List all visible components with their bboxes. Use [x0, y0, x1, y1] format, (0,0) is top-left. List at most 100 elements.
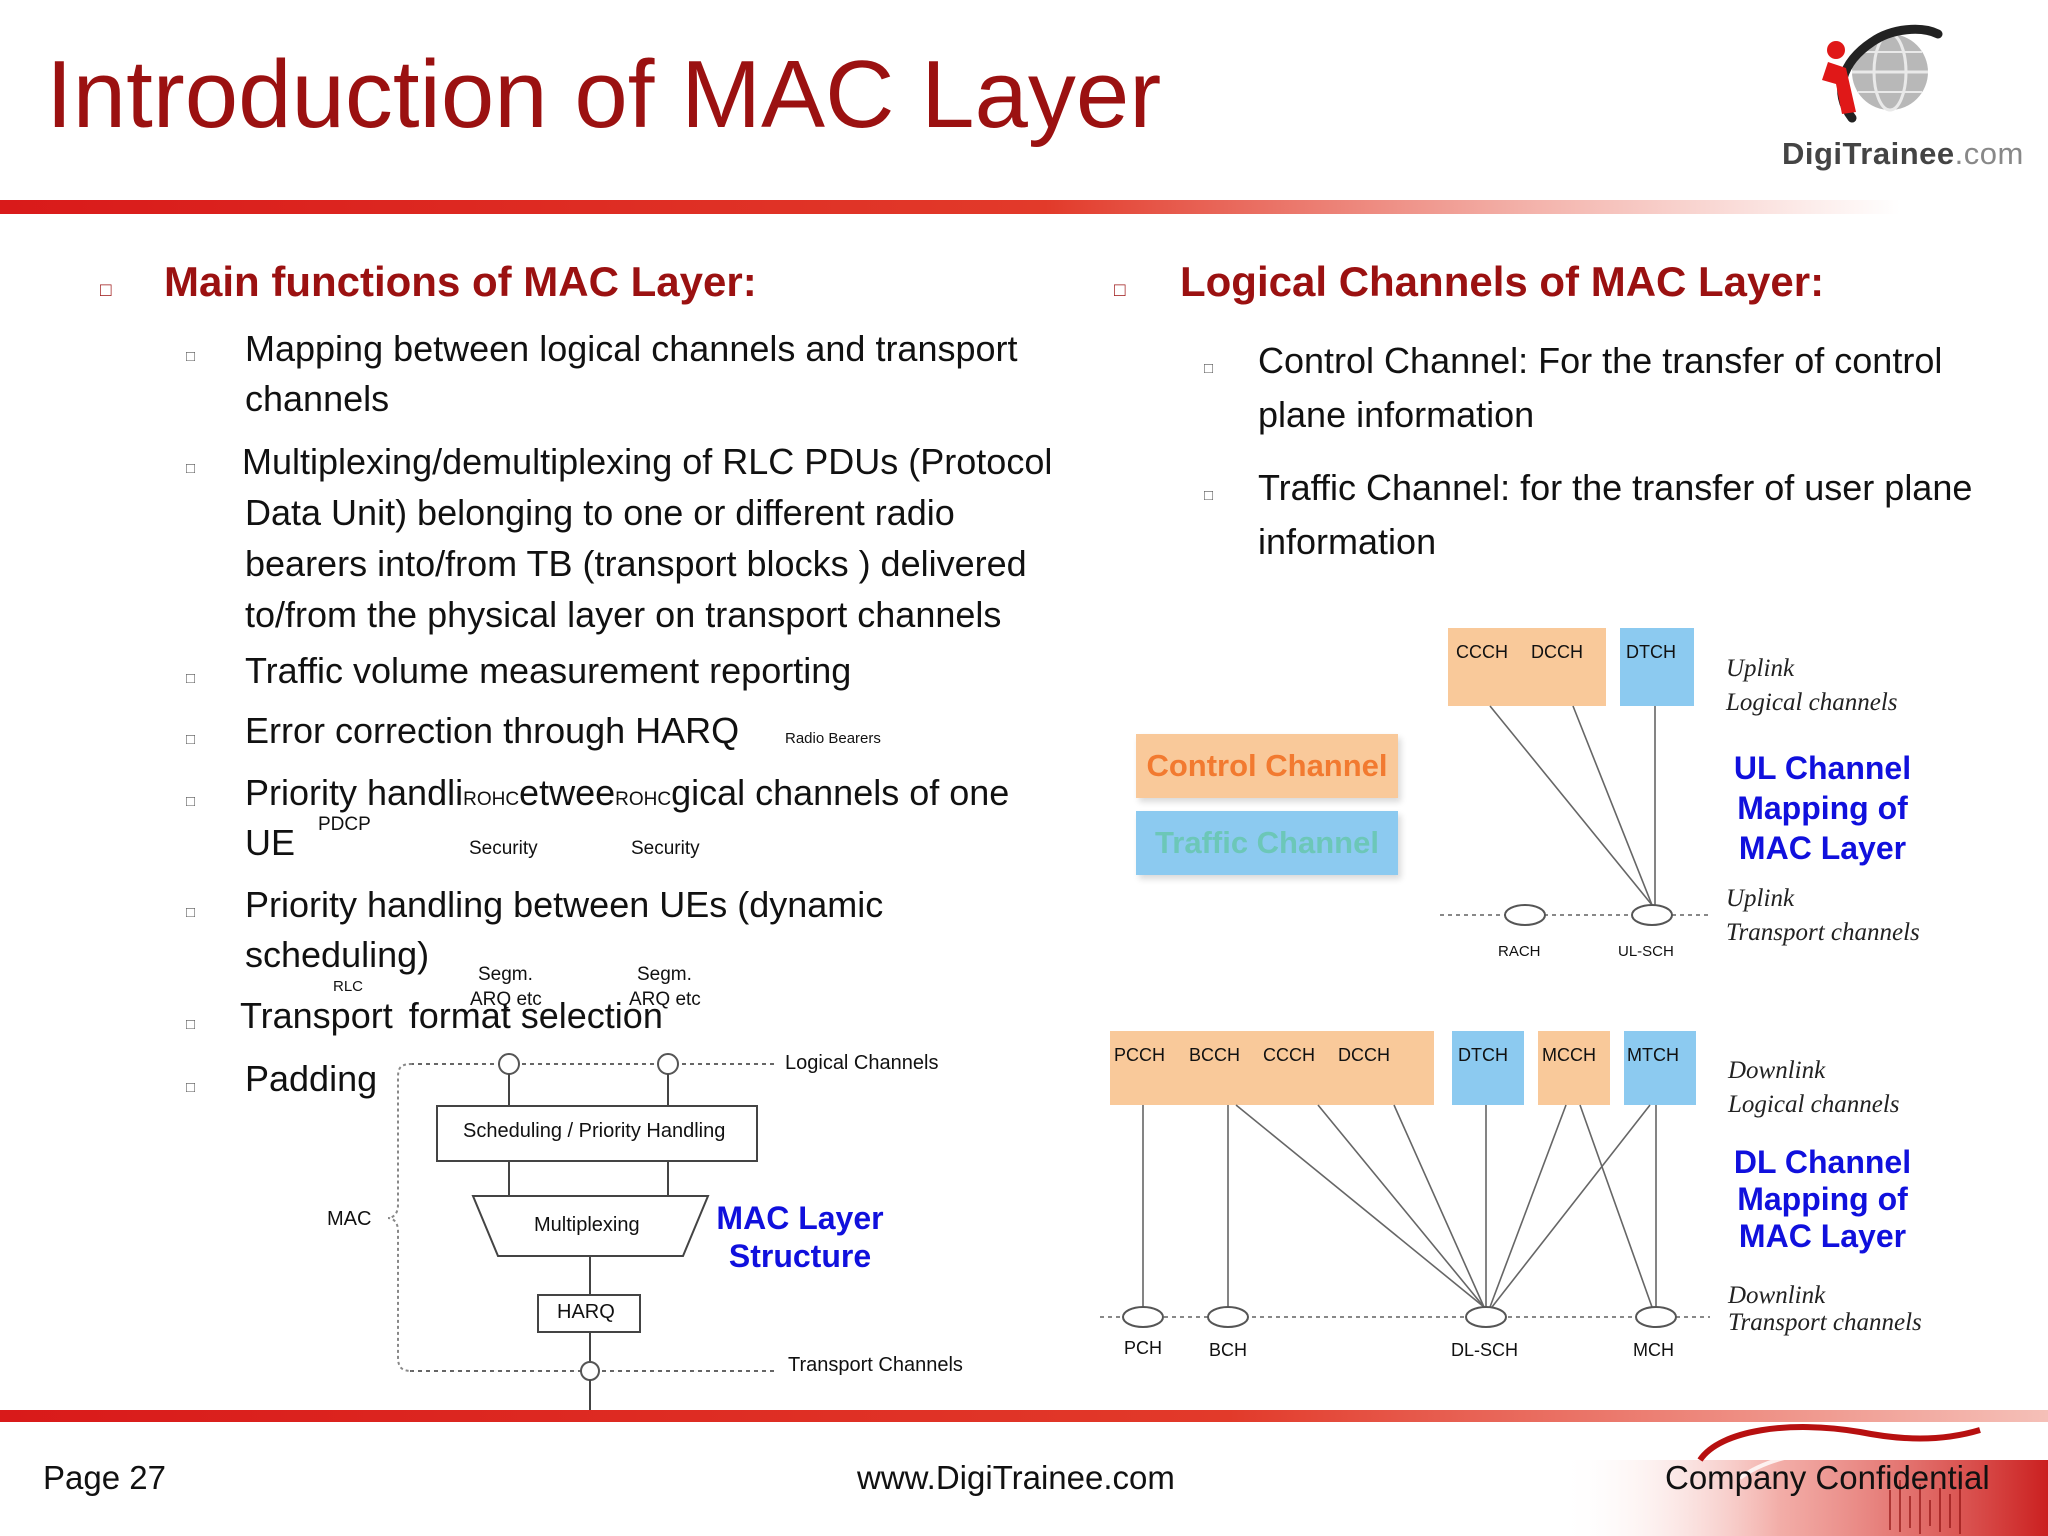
ul-transport-note: Uplink Transport channels: [1726, 882, 1920, 950]
note-line: Transport channels: [1728, 1309, 1922, 1336]
left-item-padding: Padding: [245, 1058, 378, 1099]
note-line: Logical channels: [1726, 688, 1898, 716]
arq-label: ARQ etc: [629, 989, 701, 1010]
security-label: Security: [469, 838, 538, 859]
multiplexing-label: Multiplexing: [534, 1214, 640, 1236]
scheduling-label: Scheduling / Priority Handling: [463, 1120, 725, 1142]
dl-logical-label: BCCH: [1189, 1045, 1240, 1065]
left-item-priority-channels-line1: Priority handliROHCetweeROHCgical channe…: [245, 768, 1009, 818]
logo-wordmark: DigiTrainee.com: [1782, 136, 2024, 172]
dl-mapping-caption: DL Channel Mapping of MAC Layer: [1710, 1144, 1935, 1254]
item-fragment: etwee: [519, 772, 616, 813]
item-fragment: Priority handli: [245, 772, 464, 813]
dl-logical-label: CCCH: [1263, 1045, 1315, 1065]
mac-structure-caption: MAC Layer Structure: [700, 1200, 900, 1276]
bullet-marker: □: [186, 731, 196, 748]
page-number: Page 27: [43, 1459, 166, 1496]
dl-logical-label: MCCH: [1542, 1045, 1596, 1065]
caption-line: MAC Layer: [716, 1200, 884, 1236]
footer-divider: [0, 1410, 2048, 1422]
bullet-marker: □: [186, 670, 196, 687]
rohc-label: ROHC: [615, 789, 672, 810]
item-line: Traffic Channel: for the transfer of use…: [1258, 467, 1973, 508]
ul-mapping-caption: UL Channel Mapping of MAC Layer: [1710, 748, 1935, 868]
radio-bearers-label: Radio Bearers: [785, 730, 881, 747]
left-item-traffic-volume: Traffic volume measurement reporting: [245, 650, 852, 691]
ul-control-logical-block: [1448, 628, 1606, 706]
bullet-marker: □: [1114, 280, 1126, 301]
logo-brand: DigiTrainee: [1782, 136, 1955, 171]
bullet-marker: □: [1204, 487, 1214, 504]
dl-mapping-diagram: PCCH BCCH CCCH DCCH DTCH MCCH MTCH PCH B…: [1100, 1031, 1710, 1360]
ul-mapping-diagram: CCCH DCCH DTCH RACH UL-SCH: [1440, 628, 1710, 960]
left-item-priority-ues: Priority handling between UEs (dynamic s…: [245, 880, 883, 979]
caption-line: Structure: [728, 1237, 872, 1274]
multiplexing-box: [471, 1195, 710, 1257]
left-item-priority-channels-line2: UE: [245, 822, 296, 863]
dl-transport-note: Downlink Transport channels: [1728, 1282, 1922, 1336]
item-line: scheduling): [245, 933, 430, 975]
dl-mcch-block: [1538, 1031, 1610, 1105]
item-fragment: format selection: [408, 995, 663, 1036]
ul-logical-label: CCCH: [1456, 642, 1508, 662]
dl-logical-note: Downlink Logical channels: [1728, 1054, 1900, 1122]
note-line: Logical channels: [1728, 1090, 1900, 1118]
logical-channels-label: Logical Channels: [785, 1052, 939, 1074]
left-item-harq: Error correction through HARQ: [245, 710, 740, 751]
ul-logical-note: Uplink Logical channels: [1726, 652, 1898, 720]
rlc-label: RLC: [333, 978, 364, 995]
note-line: Transport channels: [1726, 918, 1920, 946]
right-heading: Logical Channels of MAC Layer:: [1180, 258, 1825, 305]
caption-line: Mapping of: [1737, 790, 1908, 826]
segm-label: Segm.: [478, 964, 533, 985]
dl-control-logical-block: [1110, 1031, 1434, 1105]
bullet-marker: □: [186, 1016, 196, 1033]
left-item-multiplexing: Multiplexing/demultiplexing of RLC PDUs …: [242, 436, 1052, 640]
ul-logical-label: DTCH: [1626, 642, 1676, 662]
item-line: Priority handling between UEs (dynamic: [245, 884, 884, 925]
harq-label: HARQ: [557, 1301, 615, 1323]
item-line: Data Unit) belonging to one or different…: [245, 492, 955, 534]
left-heading: Main functions of MAC Layer:: [164, 258, 757, 305]
dl-logical-label: DCCH: [1338, 1045, 1390, 1065]
mac-structure-diagram: Scheduling / Priority Handling Multiplex…: [327, 1053, 775, 1412]
ul-logical-label: DCCH: [1531, 642, 1583, 662]
caption-line: Mapping of: [1737, 1180, 1908, 1217]
dl-transport-label: BCH: [1209, 1340, 1247, 1360]
item-line: channels: [245, 377, 390, 419]
dl-transport-label: PCH: [1124, 1338, 1162, 1358]
left-item-transport-format: Transport format selection: [240, 991, 663, 1041]
arq-label: ARQ etc: [470, 989, 542, 1010]
ul-transport-label: RACH: [1498, 943, 1541, 960]
footer-website: www.DigiTrainee.com: [857, 1459, 1175, 1496]
scheduling-box: [436, 1105, 758, 1162]
bullet-marker: □: [186, 1079, 196, 1096]
pdcp-label: PDCP: [318, 814, 371, 835]
digitrainee-logo-icon: [1822, 24, 1943, 123]
bullet-marker: □: [1204, 360, 1214, 377]
note-line: Downlink: [1728, 1282, 1826, 1309]
transport-channels-label: Transport Channels: [788, 1354, 963, 1376]
dl-logical-label: MTCH: [1627, 1045, 1679, 1065]
legend-traffic-channel: Traffic Channel: [1136, 811, 1398, 875]
bullet-marker: □: [186, 793, 196, 810]
note-line: Uplink: [1726, 655, 1795, 682]
item-line: plane information: [1258, 394, 1535, 435]
item-line: Control Channel: For the transfer of con…: [1258, 340, 1943, 381]
dl-logical-label: PCCH: [1114, 1045, 1165, 1065]
item-line: Mapping between logical channels and tra…: [245, 328, 1018, 369]
left-item-mapping: Mapping between logical channels and tra…: [245, 324, 1018, 423]
caption-line: MAC Layer: [1738, 830, 1907, 866]
caption-line: MAC Layer: [1738, 1217, 1907, 1254]
item-fragment: gical channels of one: [671, 772, 1010, 813]
mac-label: MAC: [327, 1208, 371, 1230]
item-line: to/from the physical layer on transport …: [245, 594, 1002, 636]
bullet-marker: □: [186, 904, 196, 921]
legend-control-channel: Control Channel: [1136, 734, 1398, 798]
security-label: Security: [631, 838, 700, 859]
right-item-traffic: Traffic Channel: for the transfer of use…: [1258, 461, 1972, 569]
caption-line: DL Channel: [1733, 1144, 1912, 1180]
dl-transport-label: DL-SCH: [1451, 1340, 1518, 1360]
header-divider: [0, 200, 1900, 214]
